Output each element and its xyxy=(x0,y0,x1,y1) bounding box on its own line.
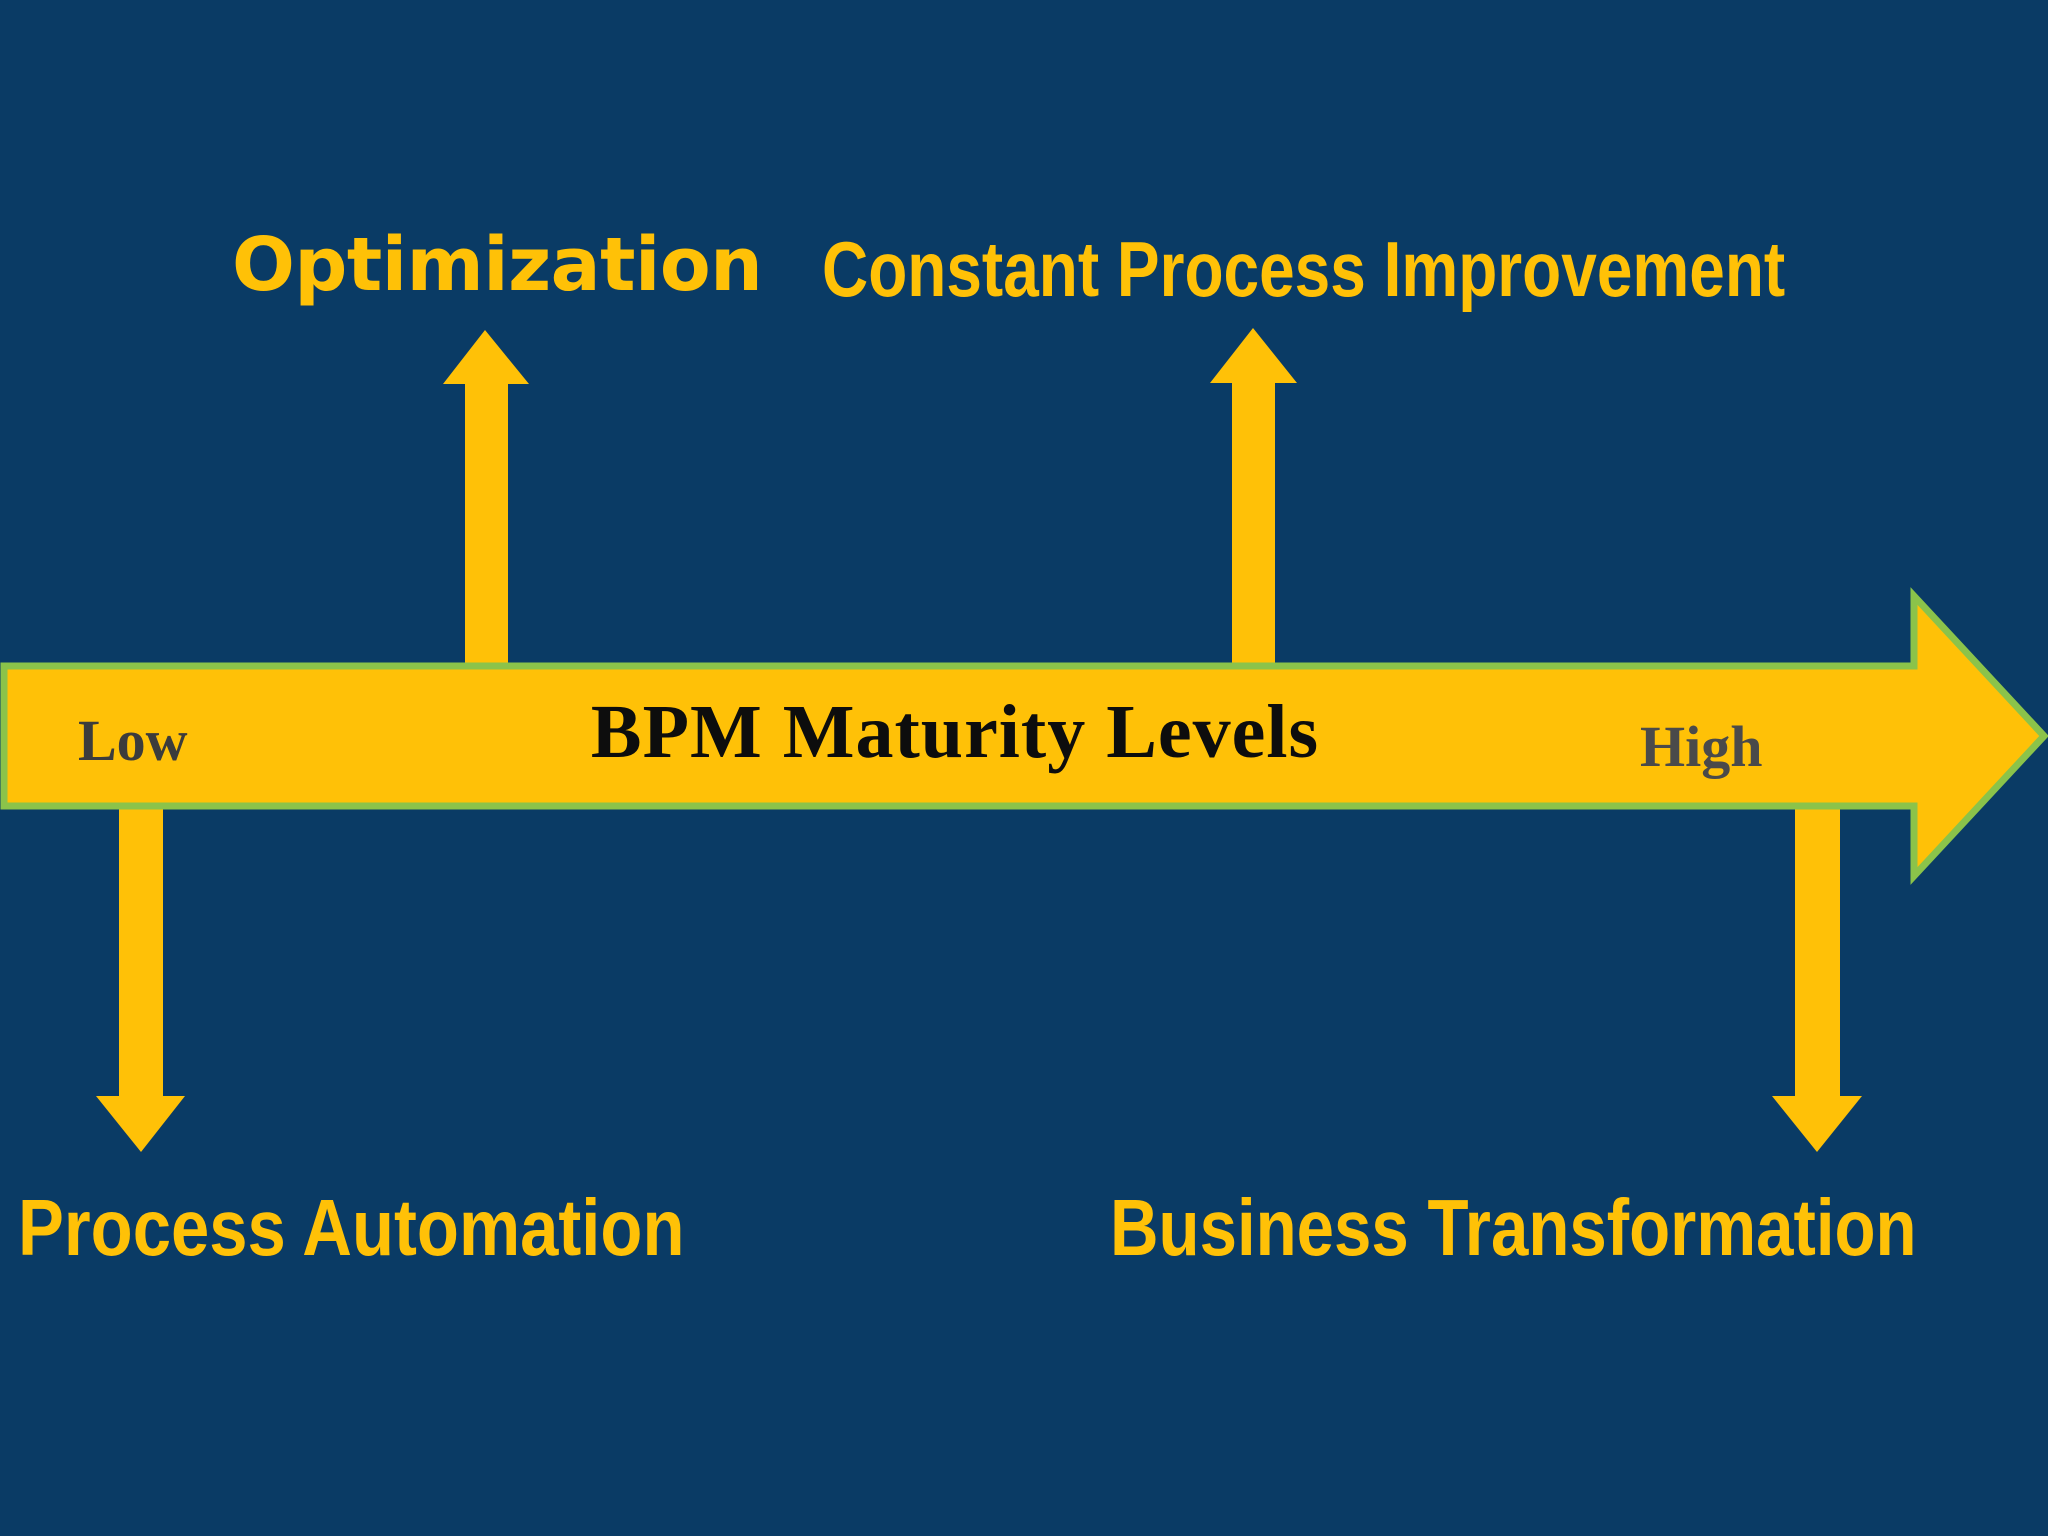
process-automation-arrow xyxy=(96,780,185,1152)
diagram-title: BPM Maturity Levels xyxy=(590,690,1320,774)
callout-label-optimization: Optimization xyxy=(232,222,763,308)
main-axis-arrow xyxy=(0,587,2048,885)
callout-label-business-transformation: Business Transformation xyxy=(1110,1183,1917,1272)
constant-improvement-arrow xyxy=(1210,328,1297,700)
business-transformation-arrow xyxy=(1772,780,1862,1152)
axis-high-label: High xyxy=(1640,714,1763,779)
callout-label-constant-process-improvement: Constant Process Improvement xyxy=(822,225,1786,313)
axis-low-label: Low xyxy=(78,708,188,773)
callout-label-process-automation: Process Automation xyxy=(18,1183,685,1272)
optimization-arrow xyxy=(443,330,529,700)
